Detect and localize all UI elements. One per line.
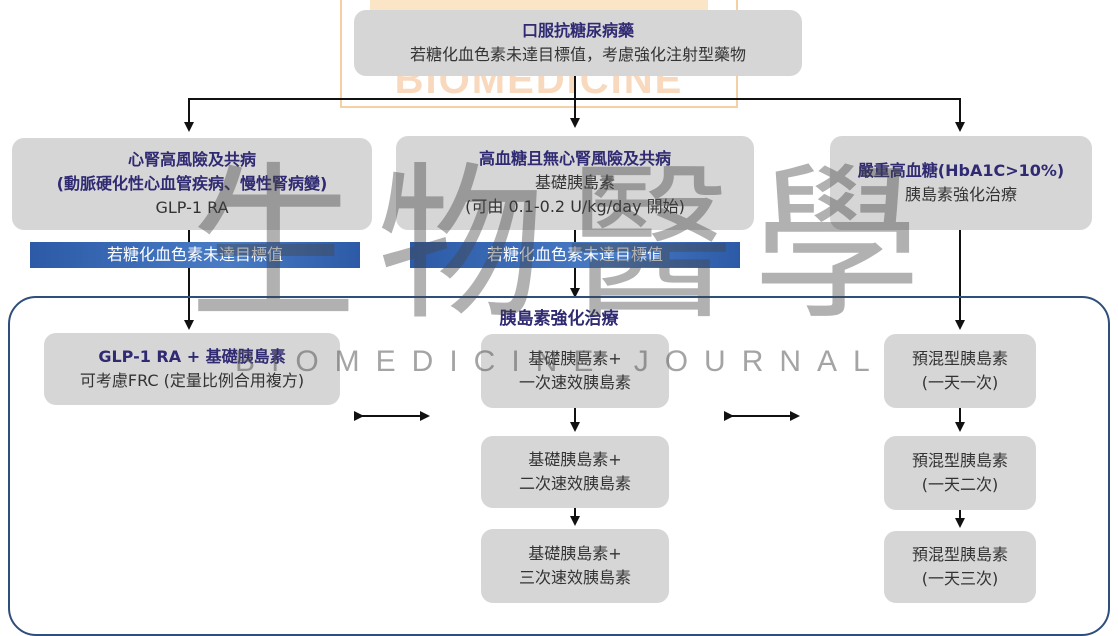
branch-middle-dose: (可由 0.1-0.2 U/kg/day 開始) [465, 197, 685, 216]
premix-step-1-line2: (一天一次) [921, 373, 999, 392]
branch-left-title-1: 心腎高風險及共病 [127, 150, 256, 169]
basal-step-1: 基礎胰島素+ 一次速效胰島素 [481, 334, 669, 408]
branch-middle-drug: 基礎胰島素 [534, 173, 615, 192]
top-box-subtitle: 若糖化血色素未達目標值，考慮強化注射型藥物 [409, 45, 746, 64]
band-left: 若糖化血色素未達目標值 [30, 242, 360, 268]
premix-step-3-line1: 預混型胰島素 [911, 545, 1008, 564]
branch-middle-box: 高血糖且無心腎風險及共病 基礎胰島素 (可由 0.1-0.2 U/kg/day … [396, 136, 754, 230]
branch-left-drug: GLP-1 RA [155, 198, 229, 217]
glp-basal-title: GLP-1 RA + 基礎胰島素 [98, 347, 286, 366]
basal-step-1-line2: 一次速效胰島素 [518, 373, 631, 392]
glp-basal-note: 可考慮FRC (定量比例合用複方) [79, 371, 305, 390]
band-middle: 若糖化血色素未達目標值 [410, 242, 740, 268]
basal-step-3: 基礎胰島素+ 三次速效胰島素 [481, 529, 669, 603]
branch-right-drug: 胰島素強化治療 [904, 185, 1017, 204]
region-title: 胰島素強化治療 [499, 309, 619, 329]
premix-step-1: 預混型胰島素 (一天一次) [884, 334, 1036, 408]
branch-right-box: 嚴重高血糖(HbA1C>10%) 胰島素強化治療 [830, 136, 1092, 230]
basal-step-2: 基礎胰島素+ 二次速效胰島素 [481, 436, 669, 508]
top-box: 口服抗糖尿病藥 若糖化血色素未達目標值，考慮強化注射型藥物 [354, 10, 802, 76]
branch-left-title-2: (動脈硬化性心血管疾病、慢性腎病變) [56, 174, 328, 193]
branch-right-title: 嚴重高血糖(HbA1C>10%) [857, 161, 1065, 180]
premix-step-2-line2: (一天二次) [921, 475, 999, 494]
basal-step-3-line2: 三次速效胰島素 [518, 568, 631, 587]
basal-step-1-line1: 基礎胰島素+ [528, 349, 622, 368]
basal-step-2-line2: 二次速效胰島素 [518, 474, 631, 493]
branch-left-box: 心腎高風險及共病 (動脈硬化性心血管疾病、慢性腎病變) GLP-1 RA [12, 138, 372, 230]
premix-step-2: 預混型胰島素 (一天二次) [884, 436, 1036, 510]
premix-step-1-line1: 預混型胰島素 [911, 349, 1008, 368]
basal-step-3-line1: 基礎胰島素+ [528, 544, 622, 563]
basal-step-2-line1: 基礎胰島素+ [528, 450, 622, 469]
premix-step-3-line2: (一天三次) [921, 569, 999, 588]
premix-step-2-line1: 預混型胰島素 [911, 451, 1008, 470]
premix-step-3: 預混型胰島素 (一天三次) [884, 531, 1036, 603]
glp-basal-box: GLP-1 RA + 基礎胰島素 可考慮FRC (定量比例合用複方) [44, 333, 340, 405]
branch-middle-title: 高血糖且無心腎風險及共病 [478, 149, 671, 168]
top-box-title: 口服抗糖尿病藥 [521, 21, 634, 40]
